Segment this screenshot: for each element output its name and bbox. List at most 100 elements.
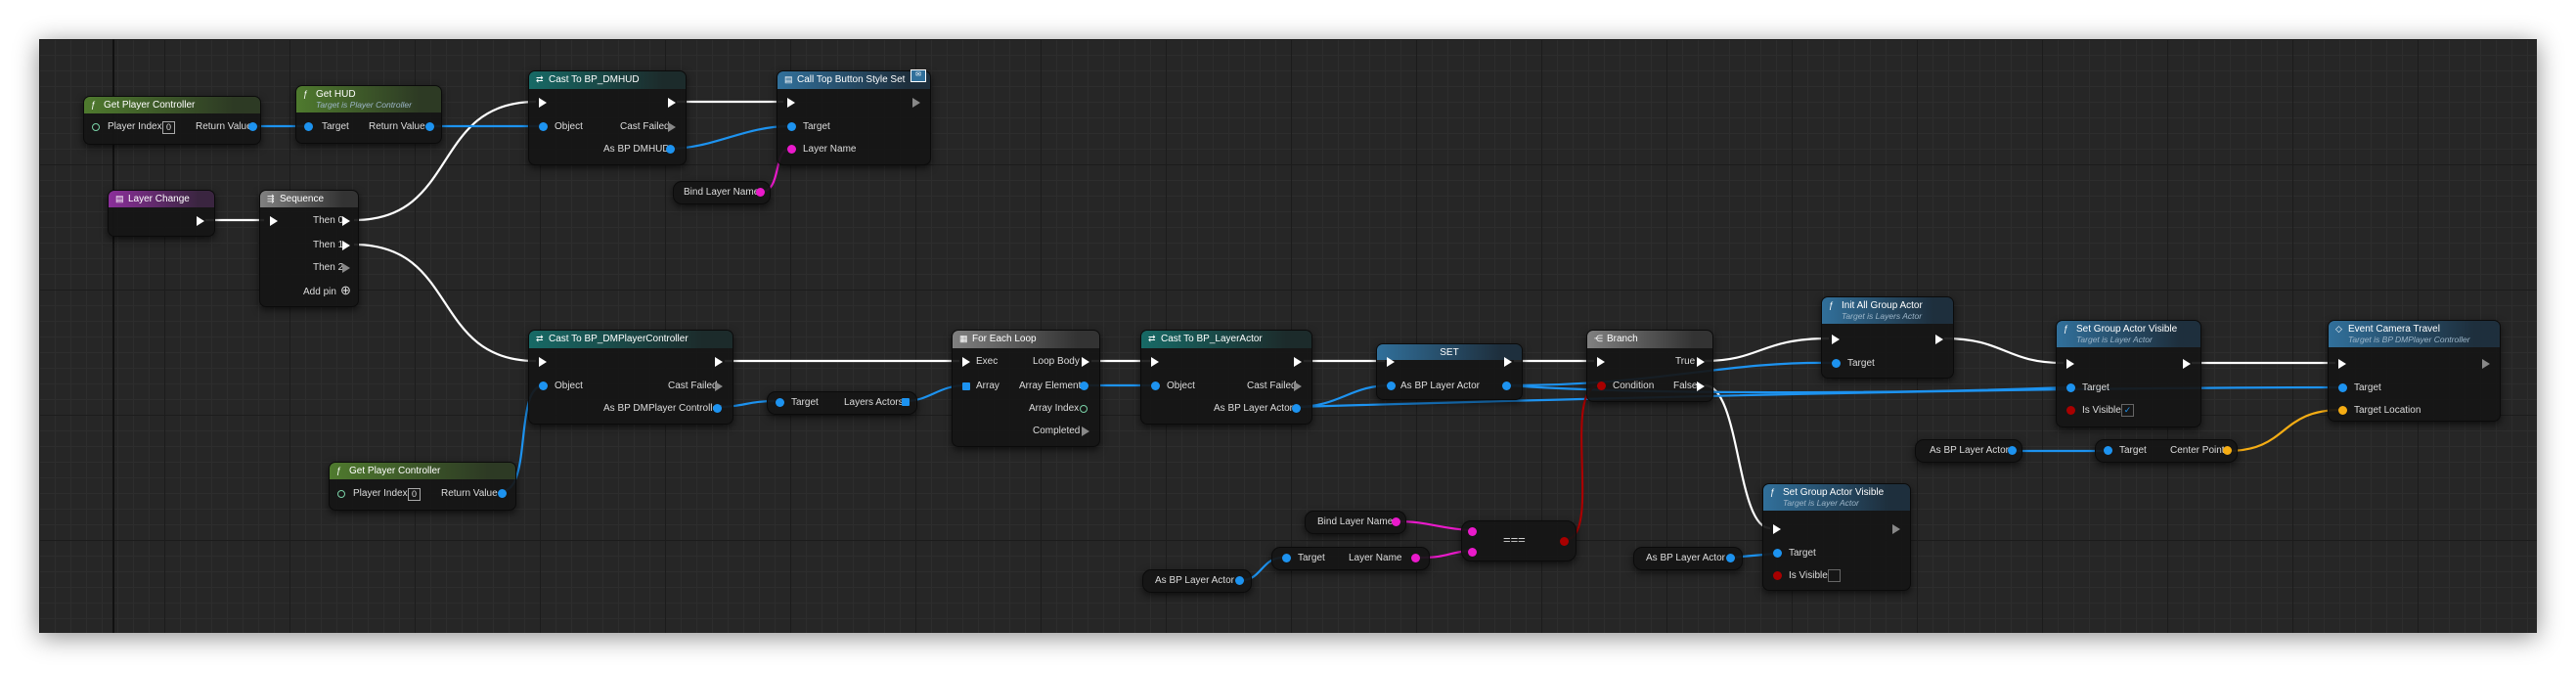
player-index-pin[interactable] — [337, 490, 345, 498]
target-pin[interactable] — [304, 122, 313, 131]
array-index-pin[interactable] — [1080, 405, 1088, 413]
target-pin[interactable] — [776, 398, 784, 407]
exec-out-pin[interactable] — [197, 216, 204, 226]
condition-pin[interactable] — [1597, 381, 1606, 390]
exec-in-pin[interactable] — [1832, 335, 1840, 344]
node-bind-layer-name-2[interactable]: Bind Layer Name — [1305, 511, 1406, 534]
node-sequence[interactable]: ⇶Sequence Then 0 Then 1 Then 2 Add pin ⊕ — [259, 190, 359, 307]
completed-pin[interactable] — [1082, 426, 1089, 436]
then2-pin[interactable] — [342, 263, 350, 273]
exec-in-pin[interactable] — [1387, 357, 1395, 367]
as-dmhud-pin[interactable] — [666, 145, 675, 154]
as-layer-actor-pin[interactable] — [1292, 404, 1301, 413]
as-layer-actor-pin[interactable] — [1726, 554, 1735, 562]
is-visible-pin[interactable] — [2066, 406, 2075, 415]
cast-failed-pin[interactable] — [1294, 381, 1302, 391]
target-pin[interactable] — [2104, 446, 2112, 455]
true-pin[interactable] — [1697, 357, 1705, 367]
exec-in-pin[interactable] — [1597, 357, 1605, 367]
target-location-pin[interactable] — [2338, 406, 2347, 415]
node-bind-layer-name-1[interactable]: Bind Layer Name — [673, 181, 771, 204]
object-pin[interactable] — [539, 122, 548, 131]
as-layer-actor-pin[interactable] — [1235, 576, 1244, 585]
object-pin[interactable] — [1151, 381, 1160, 390]
target-pin[interactable] — [2066, 383, 2075, 392]
result-pin[interactable] — [1560, 537, 1569, 546]
target-pin[interactable] — [1282, 554, 1291, 562]
then1-pin[interactable] — [342, 241, 350, 250]
array-pin[interactable] — [962, 382, 970, 390]
layer-name-pin[interactable] — [1411, 554, 1420, 562]
node-center-point-getter[interactable]: Target Center Point — [2095, 439, 2238, 463]
return-value-pin[interactable] — [498, 489, 507, 498]
as-dmplayercontroller-pin[interactable] — [713, 404, 722, 413]
exec-out-pin[interactable] — [1935, 335, 1943, 344]
exec-in-pin[interactable] — [539, 357, 547, 367]
node-cast-to-dmplayercontroller[interactable]: ⇄Cast To BP_DMPlayerController Object Ca… — [528, 330, 733, 425]
node-as-bp-layer-actor-3[interactable]: As BP Layer Actor — [1633, 547, 1743, 570]
node-as-bp-layer-actor-1[interactable]: As BP Layer Actor — [1915, 439, 2022, 463]
node-equal-compare[interactable]: === — [1461, 520, 1577, 561]
compare-b-pin[interactable] — [1468, 548, 1477, 557]
player-index-pin[interactable] — [92, 123, 100, 131]
target-pin[interactable] — [1773, 549, 1782, 558]
is-visible-checkbox[interactable] — [1828, 569, 1841, 582]
exec-in-pin[interactable] — [270, 216, 278, 226]
add-pin-button[interactable]: Add pin — [303, 287, 336, 297]
is-visible-checkbox[interactable]: ✓ — [2121, 404, 2134, 417]
exec-in-pin[interactable] — [2066, 359, 2074, 369]
exec-out-pin[interactable] — [2482, 359, 2490, 369]
cast-failed-pin[interactable] — [715, 381, 723, 391]
compare-a-pin[interactable] — [1468, 527, 1477, 536]
target-pin[interactable] — [2338, 383, 2347, 392]
player-index-input[interactable]: 0 — [162, 121, 175, 134]
bind-layer-name-pin[interactable] — [1392, 517, 1400, 526]
false-pin[interactable] — [1697, 381, 1705, 391]
exec-out-pin[interactable] — [912, 98, 920, 108]
return-value-pin[interactable] — [248, 122, 257, 131]
exec-in-pin[interactable] — [539, 98, 547, 108]
as-layer-actor-pin[interactable] — [2008, 446, 2017, 455]
center-point-pin[interactable] — [2223, 446, 2232, 455]
add-pin-icon[interactable]: ⊕ — [340, 283, 351, 297]
exec-in-pin[interactable] — [962, 357, 970, 367]
player-index-input[interactable]: 0 — [408, 488, 421, 501]
exec-out-pin[interactable] — [1504, 357, 1512, 367]
exec-in-pin[interactable] — [1773, 524, 1781, 534]
exec-out-pin[interactable] — [2183, 359, 2191, 369]
is-visible-pin[interactable] — [1773, 571, 1782, 580]
node-set-variable[interactable]: SET As BP Layer Actor — [1376, 343, 1523, 400]
layer-name-pin[interactable] — [787, 145, 796, 154]
exec-out-pin[interactable] — [668, 98, 676, 108]
then0-pin[interactable] — [342, 216, 350, 226]
target-pin[interactable] — [787, 122, 796, 131]
exec-out-pin[interactable] — [1892, 524, 1900, 534]
exec-out-pin[interactable] — [715, 357, 723, 367]
as-layer-actor-out-pin[interactable] — [1502, 381, 1511, 390]
as-layer-actor-in-pin[interactable] — [1387, 381, 1396, 390]
exec-in-pin[interactable] — [1151, 357, 1159, 367]
node-for-each-loop[interactable]: ▦For Each Loop Exec Loop Body Array Arra… — [952, 330, 1100, 447]
exec-in-pin[interactable] — [2338, 359, 2346, 369]
exec-out-pin[interactable] — [1294, 357, 1302, 367]
node-branch[interactable]: ⋲Branch True Condition False — [1586, 330, 1713, 402]
exec-in-pin[interactable] — [787, 98, 795, 108]
node-cast-to-layeractor[interactable]: ⇄Cast To BP_LayerActor Object Cast Faile… — [1140, 330, 1312, 425]
node-layer-change-event[interactable]: ▤Layer Change — [108, 190, 215, 237]
object-pin[interactable] — [539, 381, 548, 390]
layers-actors-array-pin[interactable] — [902, 398, 910, 406]
node-layer-name-getter[interactable]: Target Layer Name — [1271, 547, 1430, 570]
loop-body-pin[interactable] — [1082, 357, 1089, 367]
bind-layer-name-pin[interactable] — [756, 188, 765, 197]
array-element-pin[interactable] — [1080, 381, 1088, 390]
node-as-bp-layer-actor-2[interactable]: As BP Layer Actor — [1142, 569, 1252, 593]
node-cast-to-dmhud[interactable]: ⇄Cast To BP_DMHUD Object Cast Failed As … — [528, 70, 687, 165]
node-call-top-button-style-set[interactable]: ▤Call Top Button Style Set✉ Target Layer… — [777, 69, 931, 165]
return-value-pin[interactable] — [425, 122, 434, 131]
